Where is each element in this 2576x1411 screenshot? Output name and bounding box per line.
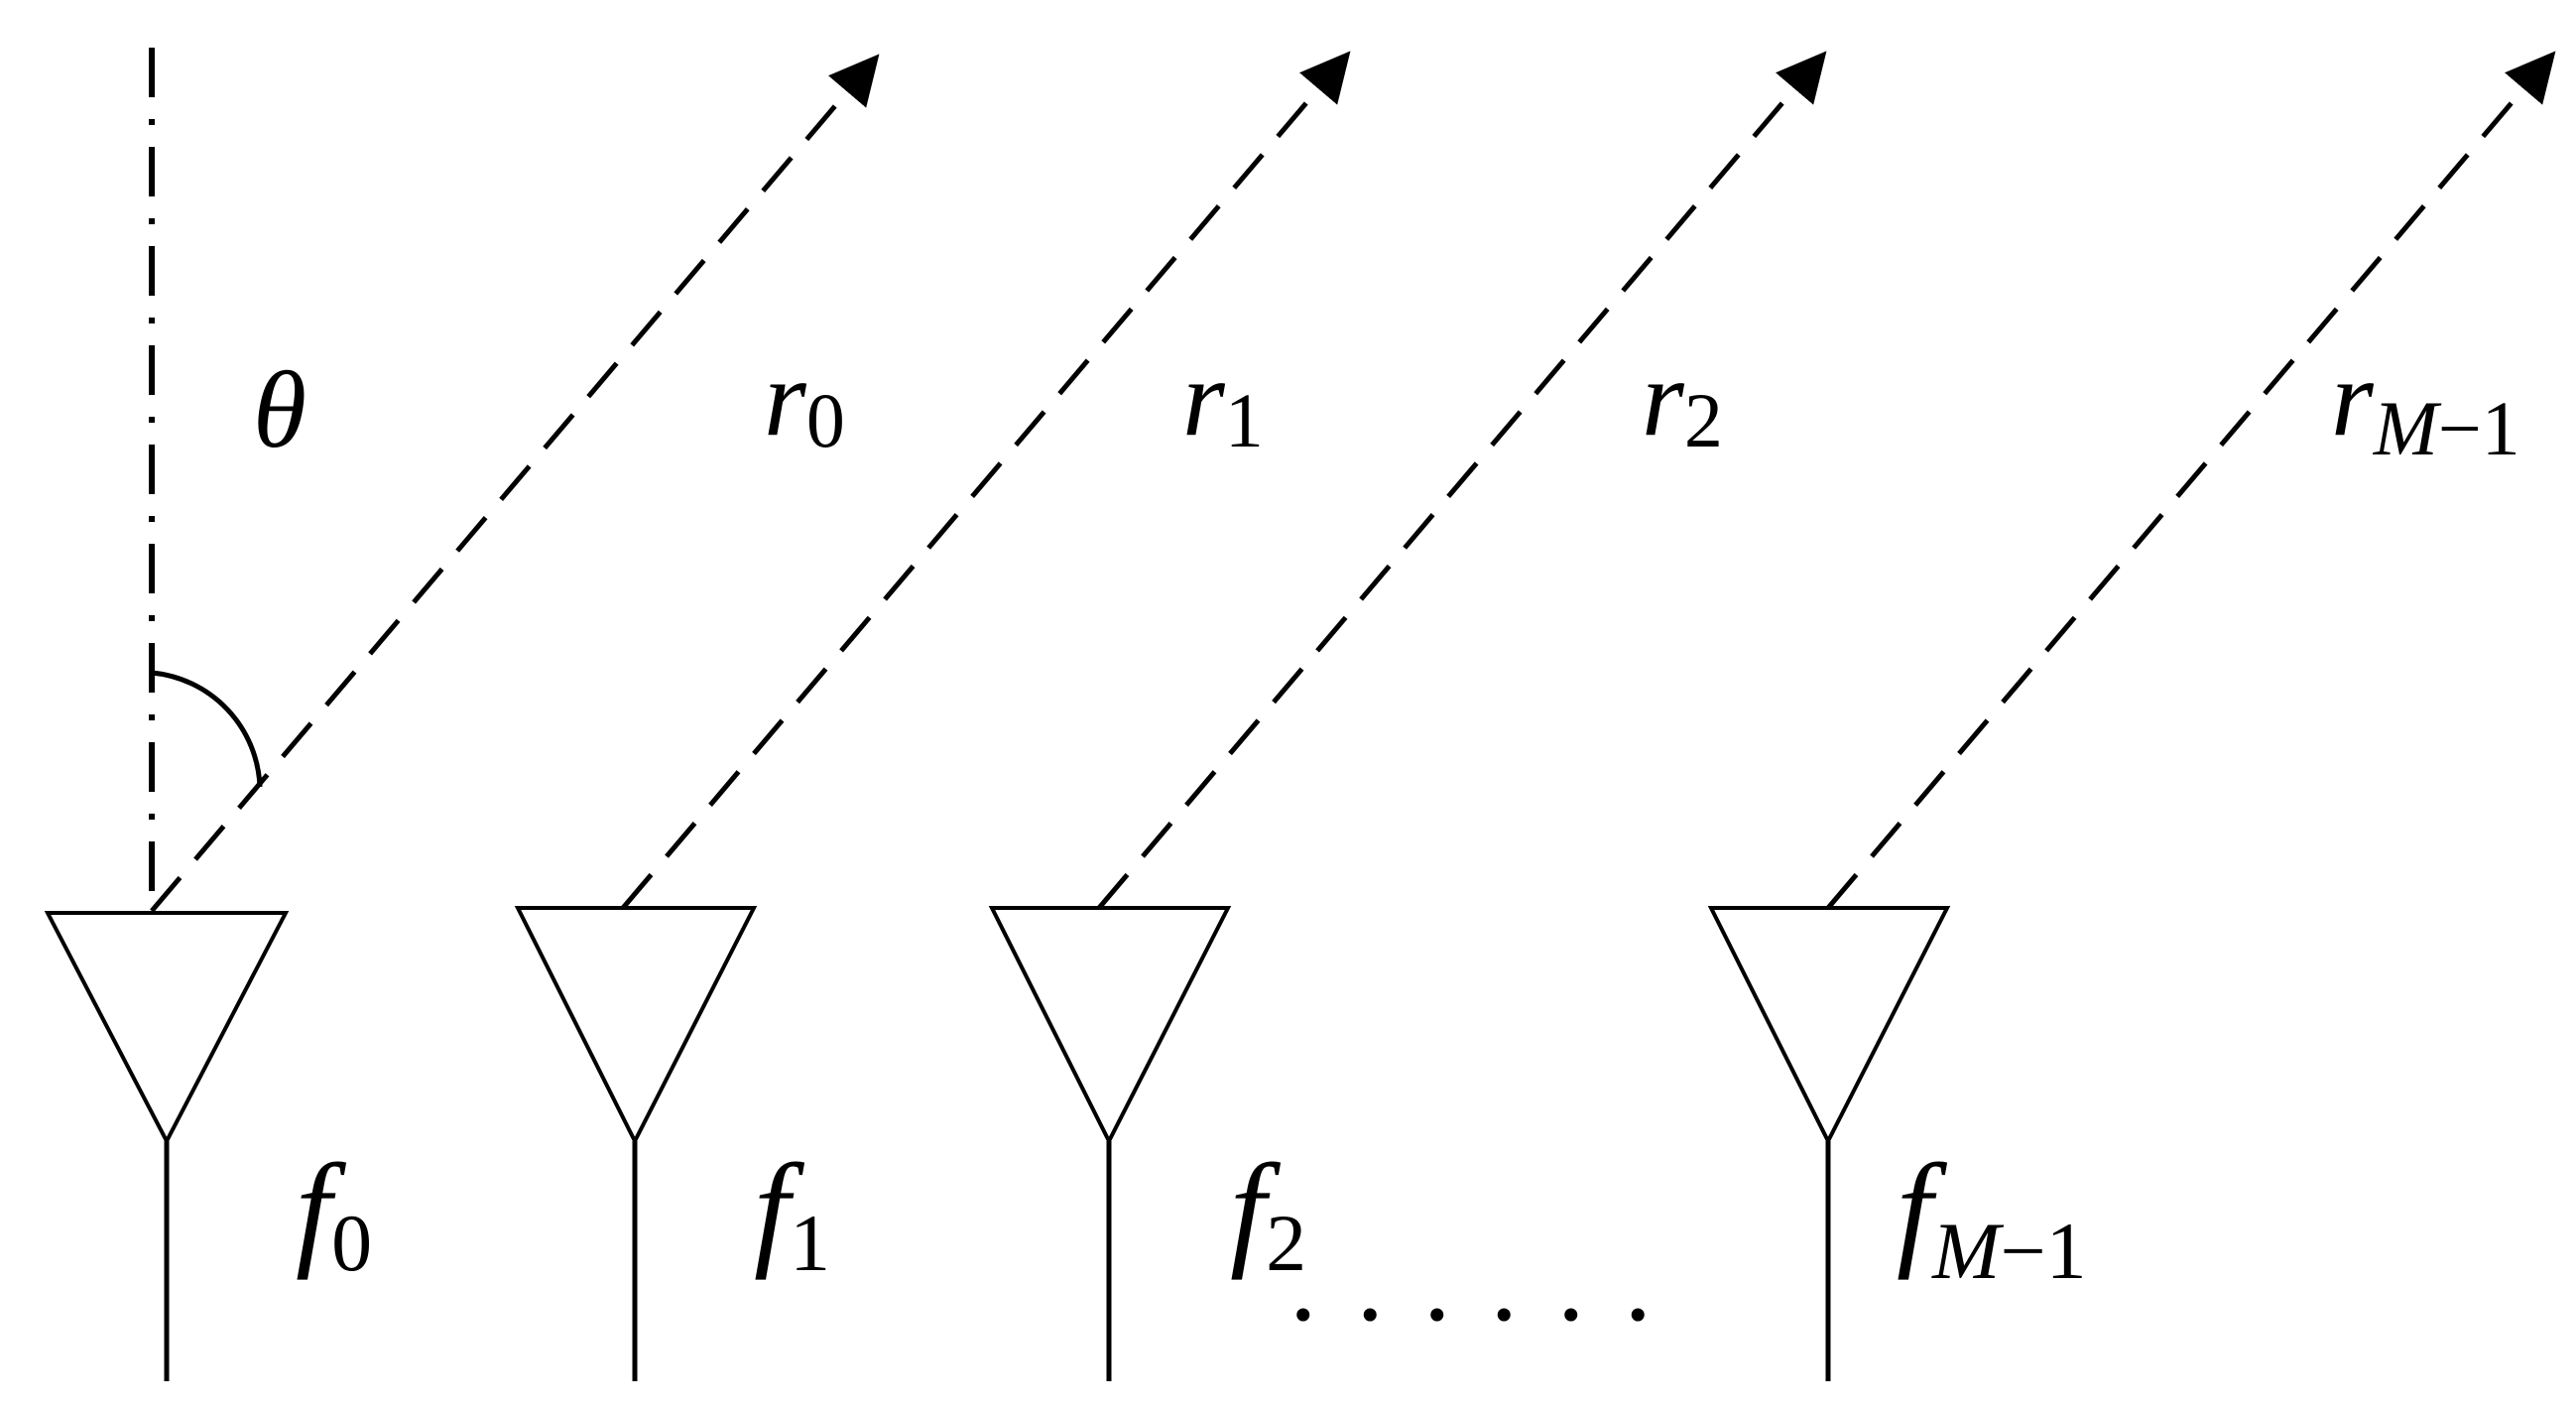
ellipsis: ...... bbox=[1289, 1222, 1691, 1344]
beam-label-1: r1 bbox=[1182, 337, 1264, 463]
beam-label-0: r0 bbox=[764, 337, 845, 463]
beam-line-m-1 bbox=[1826, 51, 2556, 910]
antenna-element-m-1 bbox=[1707, 906, 1951, 1381]
beam-label-2: r2 bbox=[1642, 337, 1723, 463]
antenna-triangle-m-1 bbox=[1707, 906, 1951, 1146]
antenna-triangle-2 bbox=[988, 906, 1232, 1146]
element-label-1: f1 bbox=[754, 1138, 830, 1288]
antenna-element-2 bbox=[988, 906, 1232, 1381]
antenna-triangle-1 bbox=[514, 906, 758, 1146]
angle-arc bbox=[151, 670, 263, 788]
element-label-0: f0 bbox=[296, 1138, 372, 1288]
element-label-m-1: fM−1 bbox=[1897, 1138, 2087, 1296]
antenna-triangle-0 bbox=[44, 911, 290, 1146]
antenna-element-0 bbox=[44, 911, 290, 1381]
beam-label-m-1: rM−1 bbox=[2331, 337, 2520, 471]
beam-line-2 bbox=[1097, 51, 1827, 910]
beam-line-0 bbox=[150, 54, 880, 913]
antenna-element-1 bbox=[514, 906, 758, 1381]
beam-line-1 bbox=[621, 51, 1351, 910]
angle-label-theta: θ bbox=[253, 349, 307, 470]
